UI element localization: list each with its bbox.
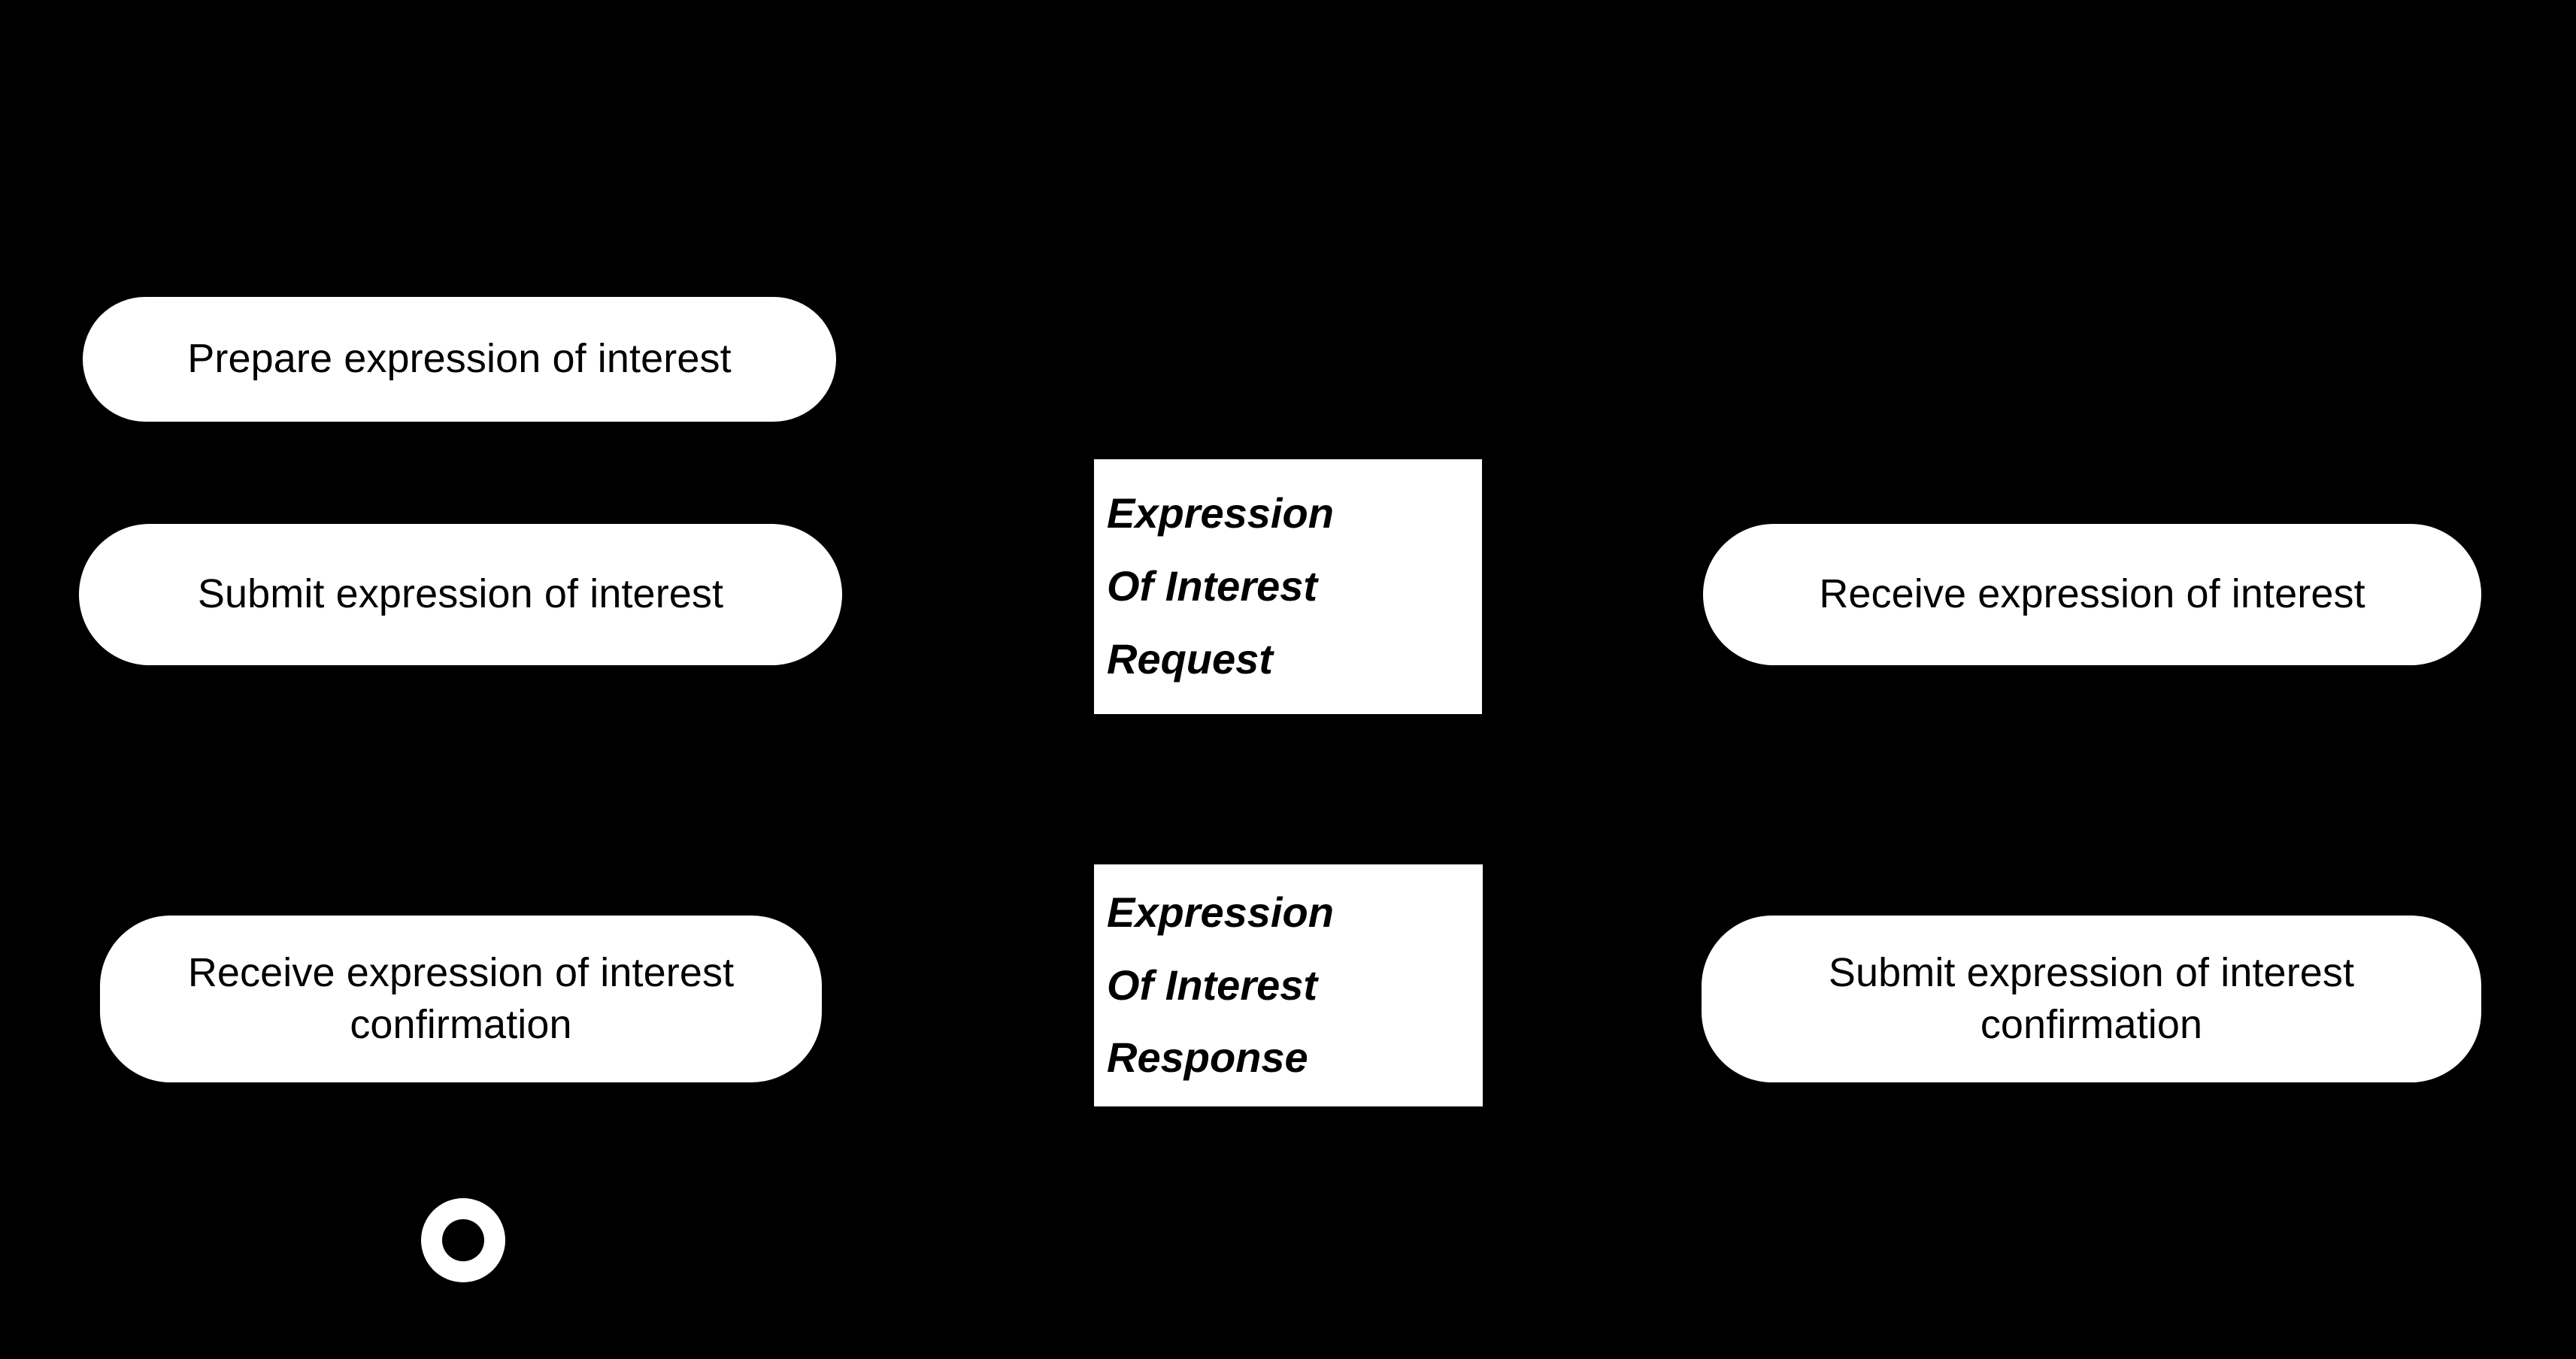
activity-label: Submit expression of interest (197, 571, 724, 617)
activity-label: Prepare expression of interest (187, 336, 732, 382)
message-box-expression-of-interest-response[interactable]: Expression Of Interest Response (1094, 864, 1483, 1106)
activity-label: Receive expression of interest (1819, 571, 2365, 617)
end-node-inner-hole (442, 1219, 484, 1261)
end-node-ring-icon (421, 1198, 505, 1282)
message-label: Expression Of Interest Response (1107, 888, 1334, 1082)
activity-node-submit-expression-of-interest[interactable]: Submit expression of interest (79, 524, 842, 665)
activity-node-receive-expression-of-interest-confirmation[interactable]: Receive expression of interest confirmat… (100, 916, 822, 1082)
activity-node-prepare-expression-of-interest[interactable]: Prepare expression of interest (83, 297, 836, 422)
message-box-expression-of-interest-request[interactable]: Expression Of Interest Request (1094, 459, 1482, 714)
message-label: Expression Of Interest Request (1107, 489, 1334, 683)
activity-label: Receive expression of interest confirmat… (187, 949, 735, 1047)
activity-node-receive-expression-of-interest[interactable]: Receive expression of interest (1703, 524, 2481, 665)
activity-node-submit-expression-of-interest-confirmation[interactable]: Submit expression of interest confirmati… (1702, 916, 2481, 1082)
activity-label: Submit expression of interest confirmati… (1828, 949, 2355, 1047)
